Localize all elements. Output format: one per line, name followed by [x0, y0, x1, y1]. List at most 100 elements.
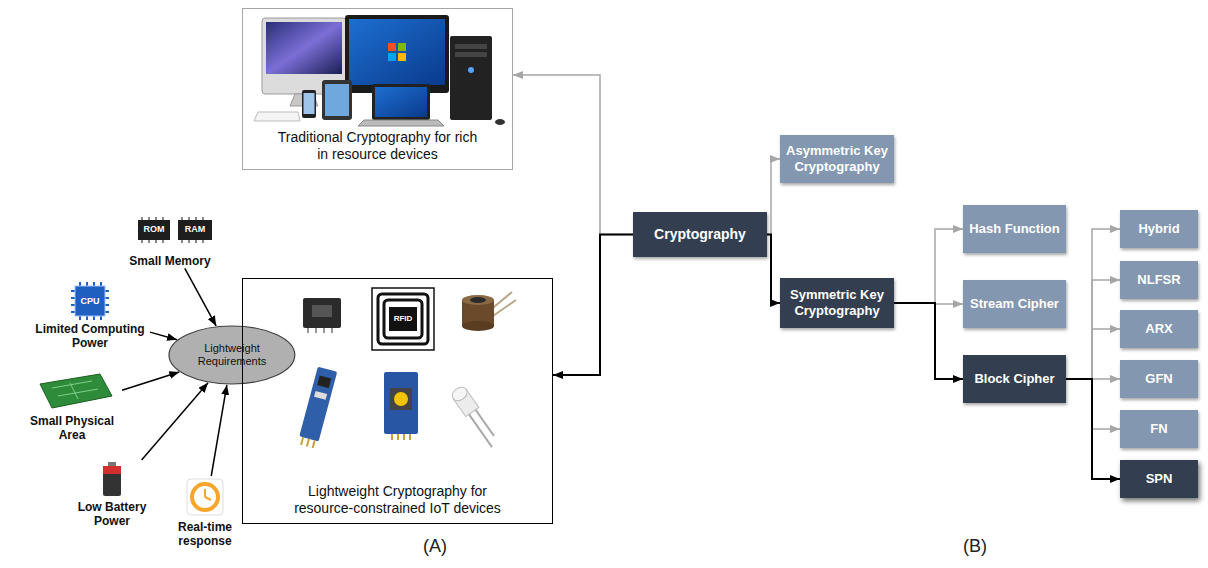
category-box: Symmetric Key Cryptography — [780, 278, 894, 328]
category-box: Hash Function — [963, 205, 1066, 253]
iot-devices-illustration — [469, 410, 498, 447]
connector-arrow — [894, 229, 963, 303]
box-label: Hybrid — [1138, 221, 1179, 237]
structure-box: GFN — [1120, 360, 1198, 398]
iot-devices-illustration — [470, 297, 486, 303]
iot-devices-illustration — [384, 372, 418, 434]
requirement-label: Small Physical Area — [22, 414, 122, 443]
tag-label: RFID — [389, 314, 417, 324]
iot-devices-illustration — [308, 328, 332, 333]
computers-illustration — [345, 15, 449, 93]
iot-devices-illustration — [389, 307, 417, 331]
computers-illustration — [398, 43, 406, 51]
chip-label: CPU — [75, 296, 105, 307]
connector-arrow — [142, 383, 208, 460]
box-label: Asymmetric Key Cryptography — [786, 143, 888, 174]
circuit-board-icon — [40, 374, 112, 408]
memory-chips-icon — [138, 220, 170, 240]
iot-devices-illustration — [462, 321, 494, 331]
computers-illustration — [322, 80, 352, 120]
structure-box: NLFSR — [1120, 261, 1198, 299]
iot-devices-illustration — [372, 288, 434, 350]
computers-illustration — [450, 36, 492, 120]
requirement-item: Small Memory — [118, 214, 222, 268]
chip-label: ROM — [138, 224, 170, 235]
iot-devices-illustration — [297, 288, 516, 449]
circuit-board-icon — [52, 381, 98, 399]
connector-arrow — [1066, 280, 1120, 379]
iot-devices-illustration — [378, 294, 428, 344]
panel-caption: Traditional Cryptography for rich in res… — [278, 129, 478, 163]
clock-icon — [187, 479, 223, 515]
battery-icon — [108, 462, 116, 466]
clock-icon — [194, 486, 216, 508]
requirement-item: Low Battery Power — [62, 460, 162, 529]
box-label: Cryptography — [654, 226, 746, 243]
computers-illustration — [388, 53, 396, 61]
iot-devices-illustration — [384, 300, 422, 338]
connector-arrow — [185, 268, 216, 326]
computers-illustration — [375, 87, 427, 117]
connector-arrow — [1066, 229, 1120, 379]
clock-icon — [205, 489, 211, 500]
requirement-label: Real-time response — [165, 520, 245, 549]
computers-illustration — [266, 22, 342, 74]
requirement-item: Small Physical Area — [22, 370, 122, 443]
requirement-label: Low Battery Power — [62, 500, 162, 529]
iot-devices-illustration — [314, 391, 327, 400]
iot-devices-illustration — [450, 384, 502, 449]
box-label: Stream Cipher — [970, 296, 1059, 312]
panel-label: (B) — [950, 536, 1000, 558]
computers-illustration — [388, 43, 396, 51]
connector-arrow — [1066, 329, 1120, 379]
iot-devices-illustration — [392, 434, 410, 440]
box-label: ARX — [1145, 321, 1172, 337]
battery-icon — [103, 462, 121, 496]
box-label: NLFSR — [1137, 272, 1180, 288]
computers-illustration — [325, 84, 349, 116]
structure-box: FN — [1120, 410, 1198, 448]
category-box: Cryptography — [633, 212, 767, 257]
cpu-icon — [71, 282, 109, 320]
iot-devices-illustration — [297, 367, 337, 449]
box-label: Block Cipher — [974, 371, 1054, 387]
connector-arrow — [150, 332, 177, 340]
computers-illustration — [254, 112, 300, 121]
structure-box: Hybrid — [1120, 210, 1198, 248]
connector-arrow — [553, 235, 633, 376]
computers-illustration — [398, 53, 406, 61]
battery-icon — [103, 466, 121, 474]
computers-illustration — [495, 119, 505, 125]
box-label: GFN — [1145, 371, 1172, 387]
connector-arrow — [122, 372, 179, 390]
requirement-label: Limited Computing Power — [30, 322, 150, 351]
computers-illustration — [349, 19, 445, 85]
structure-box: ARX — [1120, 310, 1198, 348]
requirements-ellipse: Lightweight Requirements — [168, 325, 296, 385]
box-label: FN — [1150, 421, 1167, 437]
computers-illustration — [254, 15, 505, 126]
clock-icon — [187, 479, 223, 515]
connector-arrow — [1066, 379, 1120, 479]
connector-arrow — [894, 303, 963, 379]
clock-icon — [190, 482, 220, 512]
circuit-board-icon — [40, 374, 112, 408]
connector-arrow — [767, 159, 780, 235]
ellipse-label: Lightweight Requirements — [192, 342, 272, 368]
panel-label: (A) — [410, 536, 460, 558]
requirement-item: Limited Computing Power — [30, 280, 150, 351]
cpu-icon — [71, 282, 109, 320]
computers-illustration — [372, 84, 430, 120]
chip-label: RAM — [178, 224, 212, 235]
computers-illustration — [468, 67, 474, 73]
structure-box: SPN — [1120, 460, 1198, 498]
iot-devices-illustration — [450, 384, 470, 403]
connector-arrow — [211, 385, 227, 476]
ellipse-shape — [169, 326, 295, 384]
battery-icon — [103, 466, 121, 496]
iot-devices-illustration — [299, 367, 337, 442]
connector-arrow — [767, 235, 780, 304]
computers-illustration — [358, 120, 444, 126]
